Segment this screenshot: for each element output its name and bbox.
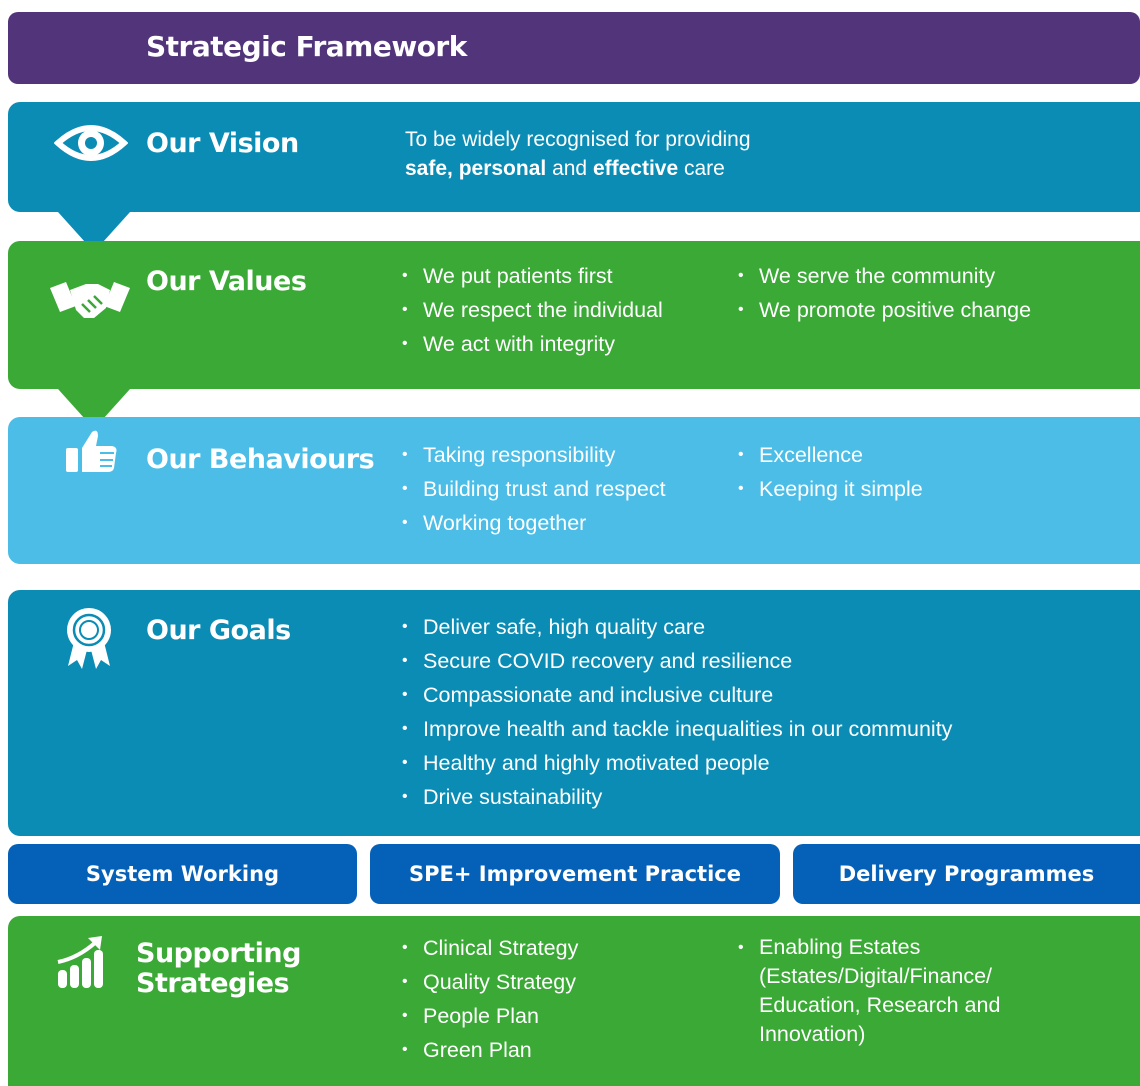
list-item: Improve health and tackle inequalities i…: [400, 712, 952, 746]
list-item: Quality Strategy: [400, 965, 578, 999]
handshake-icon: [50, 282, 130, 318]
behaviours-heading: Our Behaviours: [146, 444, 375, 475]
values-list-col2: We serve the community We promote positi…: [736, 259, 1031, 327]
page-title: Strategic Framework: [146, 30, 467, 63]
goals-list: Deliver safe, high quality care Secure C…: [400, 610, 952, 814]
list-item: Keeping it simple: [736, 472, 923, 506]
supporting-list-col1: Clinical Strategy Quality Strategy Peopl…: [400, 931, 578, 1067]
list-item: Healthy and highly motivated people: [400, 746, 952, 780]
supporting-list-col2: Enabling Estates (Estates/Digital/Financ…: [736, 933, 1000, 1049]
vision-text-and: and: [546, 157, 593, 180]
supporting-heading-line2: Strategies: [136, 968, 290, 999]
behaviours-list-col1: Taking responsibility Building trust and…: [400, 438, 666, 540]
spe-improvement-practice-bar: SPE+ Improvement Practice: [370, 844, 780, 904]
list-item: Compassionate and inclusive culture: [400, 678, 952, 712]
list-item-continuation: Innovation): [759, 1022, 866, 1046]
values-list-col1: We put patients first We respect the ind…: [400, 259, 663, 361]
list-item: People Plan: [400, 999, 578, 1033]
supporting-heading-line1: Supporting: [136, 938, 301, 969]
list-item: We promote positive change: [736, 293, 1031, 327]
vision-statement: To be widely recognised for providing sa…: [405, 125, 751, 183]
title-band: Strategic Framework: [8, 12, 1140, 84]
list-item: We act with integrity: [400, 327, 663, 361]
thumbs-up-icon: [66, 430, 117, 472]
behaviours-list-col2: Excellence Keeping it simple: [736, 438, 923, 506]
vision-section: [8, 102, 1140, 212]
list-item: Excellence: [736, 438, 923, 472]
list-item: Building trust and respect: [400, 472, 666, 506]
list-item: Deliver safe, high quality care: [400, 610, 952, 644]
system-working-bar: System Working: [8, 844, 357, 904]
delivery-programmes-bar: Delivery Programmes: [793, 844, 1140, 904]
vision-text-care: care: [678, 157, 725, 180]
eye-icon: [54, 125, 128, 161]
vision-line-1: To be widely recognised for providing: [405, 128, 751, 151]
list-item: Clinical Strategy: [400, 931, 578, 965]
vision-bold-safe-personal: safe, personal: [405, 157, 547, 180]
list-item: Drive sustainability: [400, 780, 952, 814]
list-item-continuation: (Estates/Digital/Finance/: [759, 964, 993, 988]
list-item: Taking responsibility: [400, 438, 666, 472]
award-rosette-icon: [67, 608, 111, 669]
list-item: Enabling Estates: [736, 933, 1000, 962]
vision-bold-effective: effective: [592, 157, 679, 180]
values-heading: Our Values: [146, 266, 307, 297]
growth-chart-icon: [57, 936, 103, 988]
list-item-continuation: Education, Research and: [759, 993, 1001, 1017]
vision-heading: Our Vision: [146, 128, 299, 159]
goals-heading: Our Goals: [146, 615, 291, 646]
list-item: We respect the individual: [400, 293, 663, 327]
list-item: We put patients first: [400, 259, 663, 293]
list-item: We serve the community: [736, 259, 1031, 293]
list-item: Secure COVID recovery and resilience: [400, 644, 952, 678]
vision-line-2: safe, personal and effective care: [405, 154, 751, 183]
list-item: Green Plan: [400, 1033, 578, 1067]
supporting-strategies-heading: Supporting Strategies: [136, 939, 301, 999]
list-item: Working together: [400, 506, 666, 540]
